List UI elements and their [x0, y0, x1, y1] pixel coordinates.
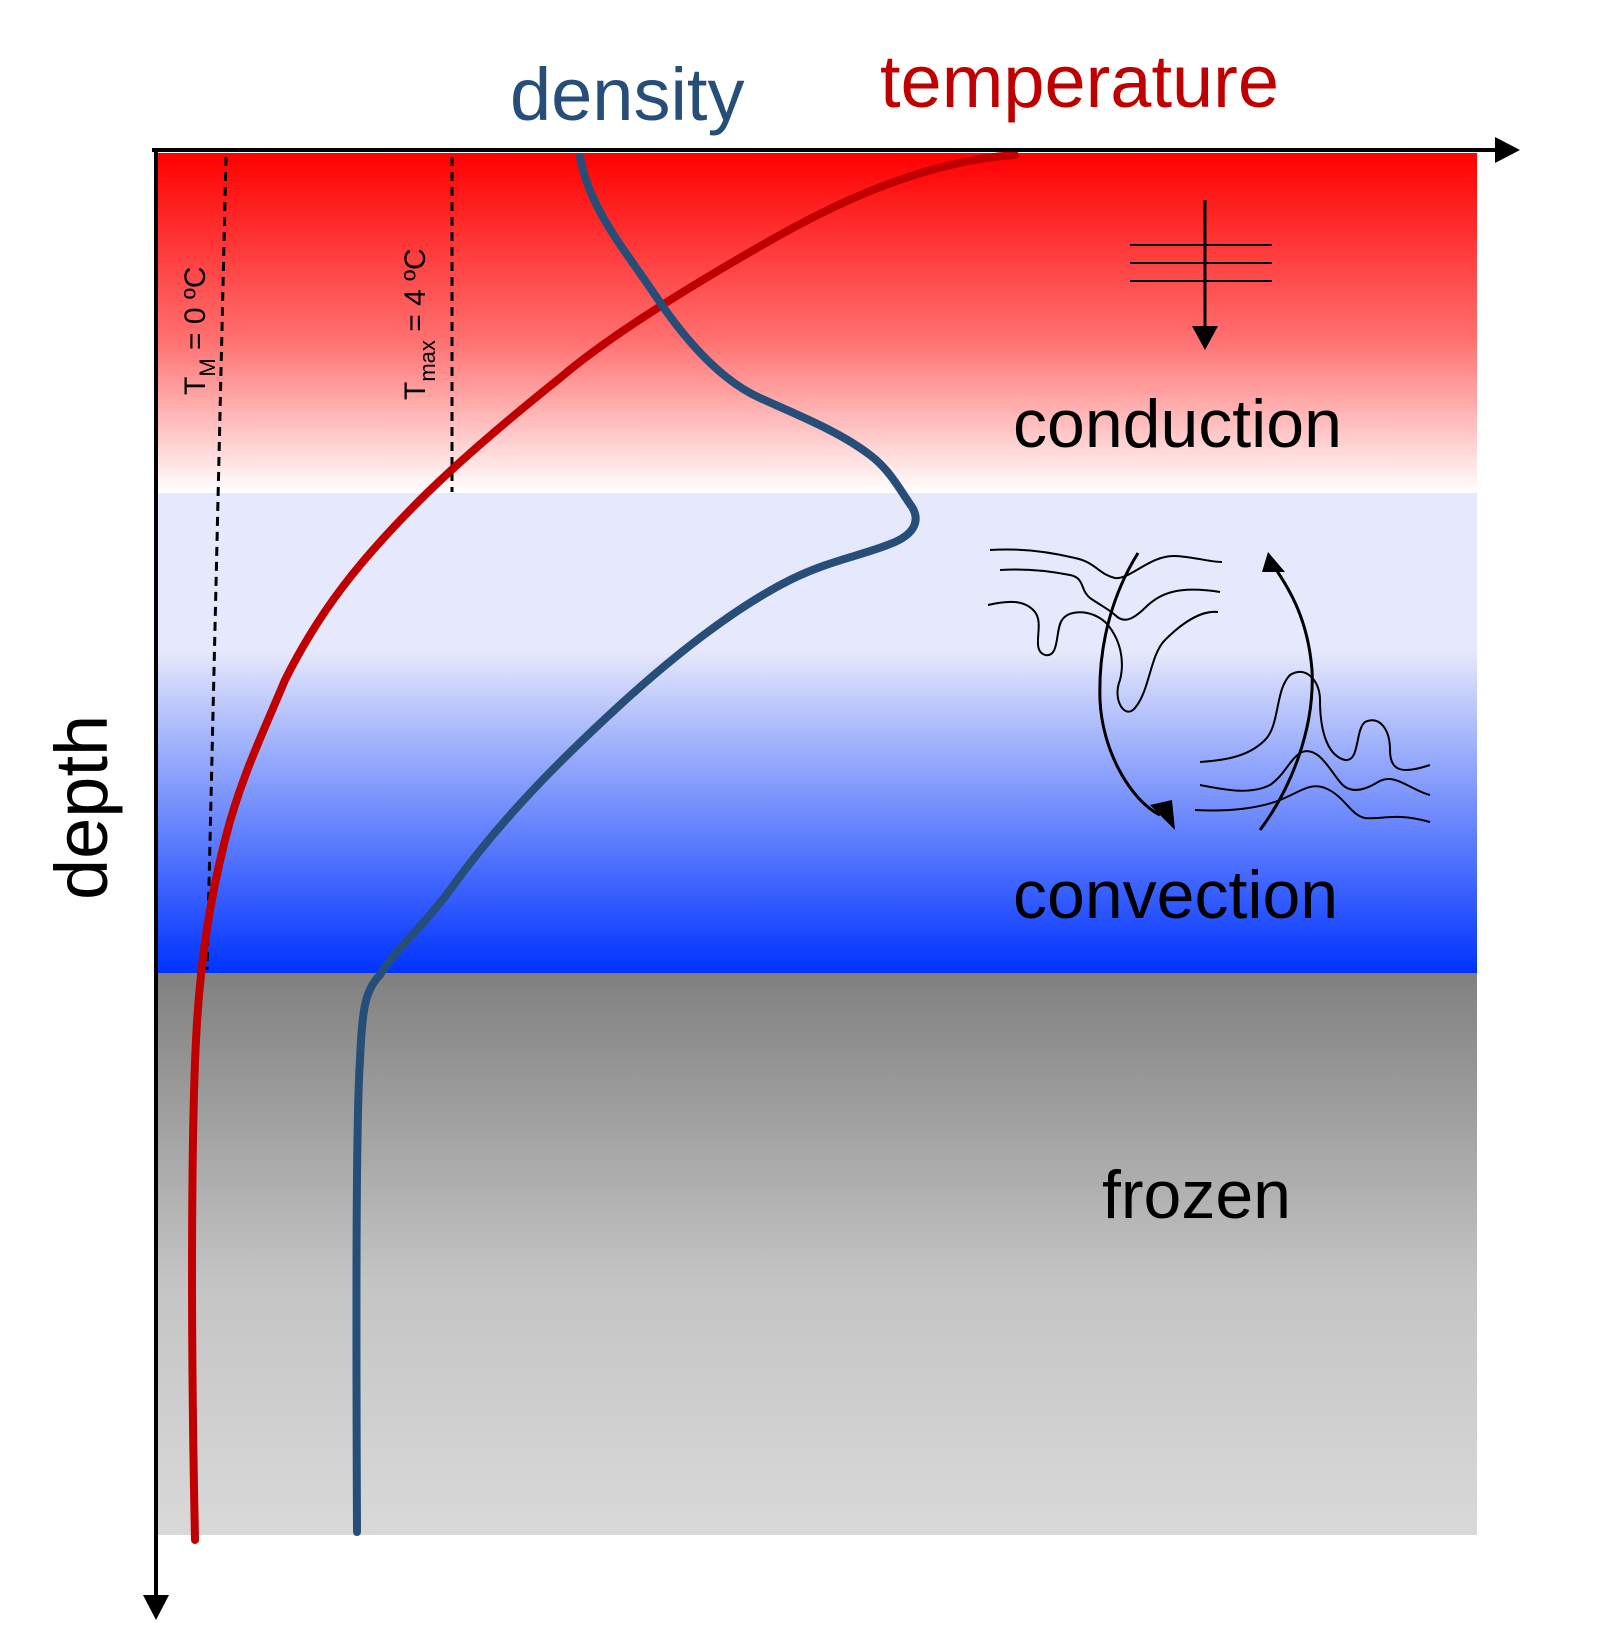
convection-up-arrowhead: [1262, 552, 1285, 572]
convection-zone: [156, 493, 1477, 973]
temperature-axis-label: temperature: [880, 40, 1279, 123]
conduction-zone: [156, 153, 1477, 493]
melting-temperature-label: TM = 0 ºC: [179, 267, 220, 396]
temperature-axis-arrowhead: [1495, 137, 1520, 163]
temperature-curve: [188, 151, 1019, 1544]
frozen-zone: [156, 973, 1477, 1535]
convection-down-arrowhead: [1150, 800, 1175, 830]
convection-label: convection: [1013, 857, 1338, 933]
conduction-label: conduction: [1013, 386, 1342, 462]
density-curve: [352, 153, 920, 1536]
depth-axis-label: depth: [40, 715, 123, 900]
melting-temperature-line: [205, 156, 228, 971]
frozen-label: frozen: [1102, 1157, 1291, 1233]
depth-axis-arrowhead: [143, 1595, 169, 1620]
conduction-icon: [1130, 200, 1272, 350]
convection-icon: [987, 548, 1431, 831]
density-axis-label: density: [510, 53, 744, 136]
max-density-temperature-label: Tmax = 4 ºC: [399, 248, 440, 400]
